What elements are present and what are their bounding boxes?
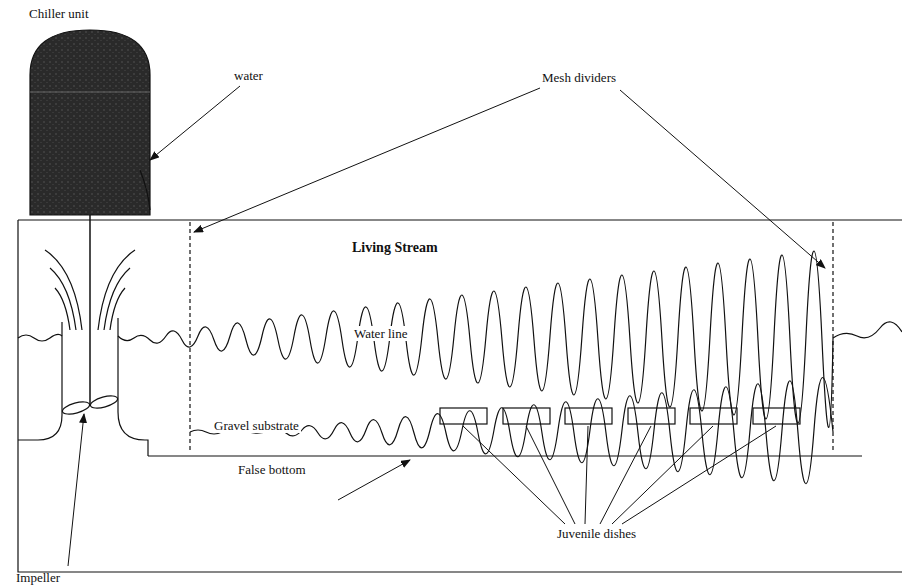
title-label: Living Stream — [350, 240, 440, 255]
leader-line — [68, 86, 825, 566]
callout-label: Impeller — [14, 570, 62, 585]
juvenile-dish — [440, 408, 800, 424]
mesh-divider — [189, 222, 190, 450]
part-label: Gravel substrate — [212, 418, 301, 433]
false-bottom — [148, 455, 862, 456]
part-label: Chiller unit — [27, 6, 91, 21]
mesh-divider — [832, 222, 833, 450]
chiller-shaft — [89, 215, 91, 405]
part-label: False bottom — [236, 462, 308, 477]
callout-label: Juvenile dishes — [555, 526, 638, 541]
water-line — [118, 251, 833, 428]
chiller-unit — [30, 30, 150, 215]
water-line — [18, 334, 62, 341]
part-label: Water line — [352, 326, 409, 341]
impeller — [61, 400, 91, 417]
callout-label: water — [232, 68, 265, 83]
impeller-housing — [18, 322, 62, 440]
water-spray — [45, 250, 82, 330]
tank-outline — [18, 220, 902, 572]
gravel-substrate — [190, 377, 833, 483]
callout-label: Mesh dividers — [540, 70, 618, 85]
